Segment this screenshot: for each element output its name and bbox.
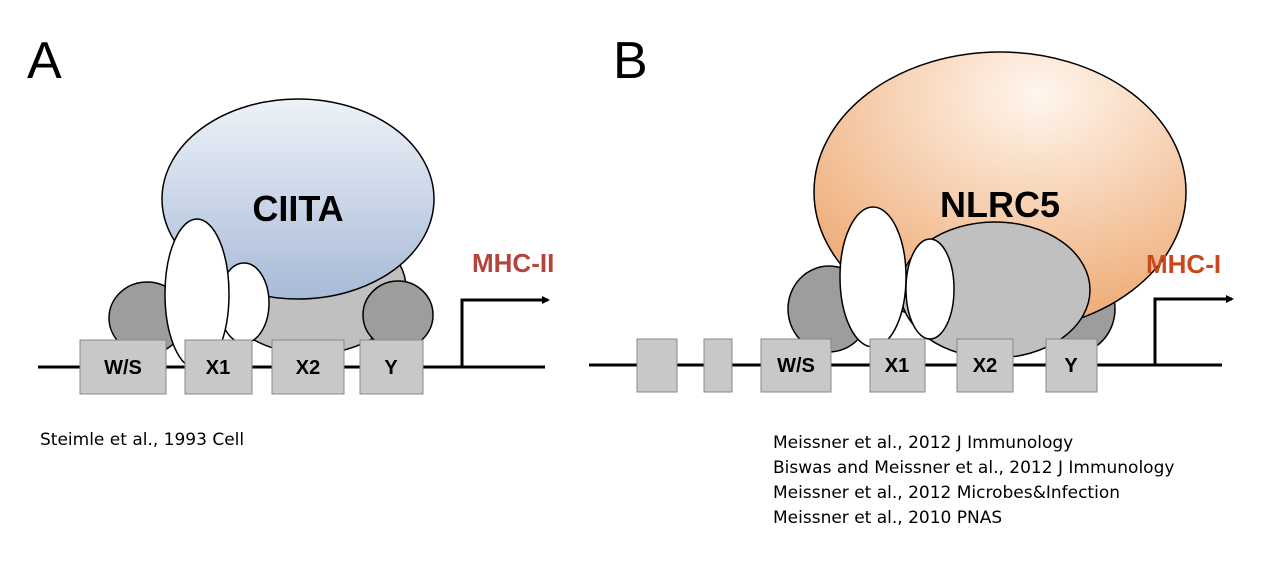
box-y-b [1045,338,1098,393]
gene-label-mhc-ii: MHC-II [472,248,554,278]
box-y-a [359,339,424,395]
box-x1-b [869,338,926,393]
white-factor-large-b [839,206,907,348]
box-label-ws-b: W/S [777,355,815,377]
ciita-protein [161,98,435,300]
white-factor-small-b [905,238,955,340]
nlrc5-label: NLRC5 [940,184,1060,225]
promoter-boxes-a: W/S X1 X2 Y [79,339,424,395]
reference: Meissner et al., 2010 PNAS [773,508,1003,528]
panel-b: B NLRC5 W/S X1 X2 Y MHC-I [589,32,1234,393]
box-x2-b [956,338,1014,393]
box-ws-b [760,338,832,393]
box-label-x2-b: X2 [973,355,997,377]
box-label-x1-a: X1 [206,357,230,379]
box-extra-1-b [636,338,678,393]
box-x2-a [271,339,345,395]
references-b: Meissner et al., 2012 J Immunology Biswa… [773,431,1174,531]
panel-a: A CIITA W/S X1 X2 Y MHC-II [27,32,554,395]
references-a: Steimle et al., 1993 Cell [40,428,244,453]
reference: Biswas and Meissner et al., 2012 J Immun… [773,458,1175,478]
panel-letter-a: A [27,32,62,90]
box-ws-a [79,339,167,395]
creb-factor-a [362,280,434,350]
box-label-ws-a: W/S [104,357,142,379]
tss-arrow-b [1153,295,1234,365]
panel-letter-b: B [613,32,648,90]
box-label-x2-a: X2 [296,357,320,379]
reference: Meissner et al., 2012 J Immunology [773,433,1074,453]
ciita-label: CIITA [252,188,343,229]
box-label-y-b: Y [1064,355,1078,377]
box-label-x1-b: X1 [885,355,909,377]
box-label-y-a: Y [384,357,398,379]
box-extra-2-b [703,338,733,393]
box-x1-a [184,339,253,395]
promoter-boxes-b: W/S X1 X2 Y [636,338,1098,393]
tss-arrow-a [460,296,550,367]
reference: Steimle et al., 1993 Cell [40,430,245,450]
gene-label-mhc-i: MHC-I [1146,249,1221,279]
reference: Meissner et al., 2012 Microbes&Infection [773,483,1120,503]
